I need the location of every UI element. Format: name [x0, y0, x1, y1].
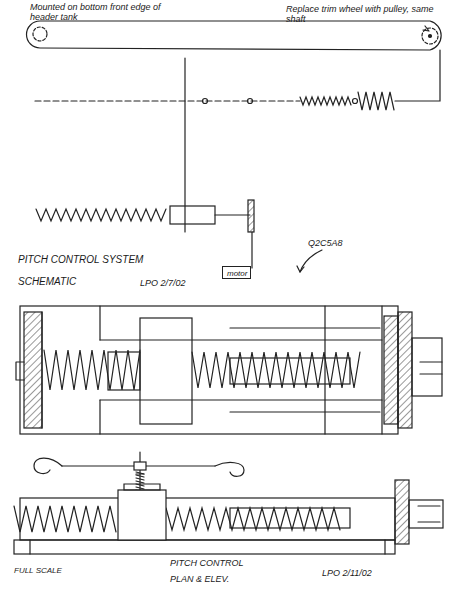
screw-threads — [14, 350, 360, 532]
cable-springs — [36, 92, 394, 221]
drawing-note: Q2C5A8 — [308, 238, 343, 248]
elevation-thread — [14, 506, 116, 532]
drawing-note: PITCH CONTROL — [170, 558, 244, 568]
drawing-note: LPO 2/11/02 — [322, 568, 372, 578]
plan-thread — [192, 352, 360, 388]
motor-box: motor — [222, 266, 251, 279]
drawing-note: LPO 2/7/02 — [140, 278, 186, 288]
belt-loop — [27, 21, 442, 50]
plan-thread — [44, 350, 140, 390]
drawing-note: Mounted on bottom front edge of header t… — [30, 2, 170, 23]
elevation-thread — [166, 508, 340, 530]
node-text: motor — [227, 269, 246, 278]
drawing-note: FULL SCALE — [14, 566, 62, 575]
schematic-screw — [36, 209, 166, 221]
hook-rod — [34, 452, 244, 494]
coil-spring — [358, 92, 394, 110]
drawing-note: SCHEMATIC — [18, 276, 76, 288]
leader-arrow — [297, 266, 304, 272]
drawing-note: Replace trim wheel with pulley, same sha… — [286, 4, 436, 25]
elevation-view — [14, 480, 443, 554]
drawing-note: PITCH CONTROL SYSTEM — [18, 254, 143, 266]
drawing-note: PLAN & ELEV. — [170, 574, 229, 584]
plan-view — [16, 306, 442, 434]
coil-spring — [300, 97, 351, 105]
control-cable — [35, 50, 440, 232]
schematic-lead-screw — [170, 200, 254, 268]
